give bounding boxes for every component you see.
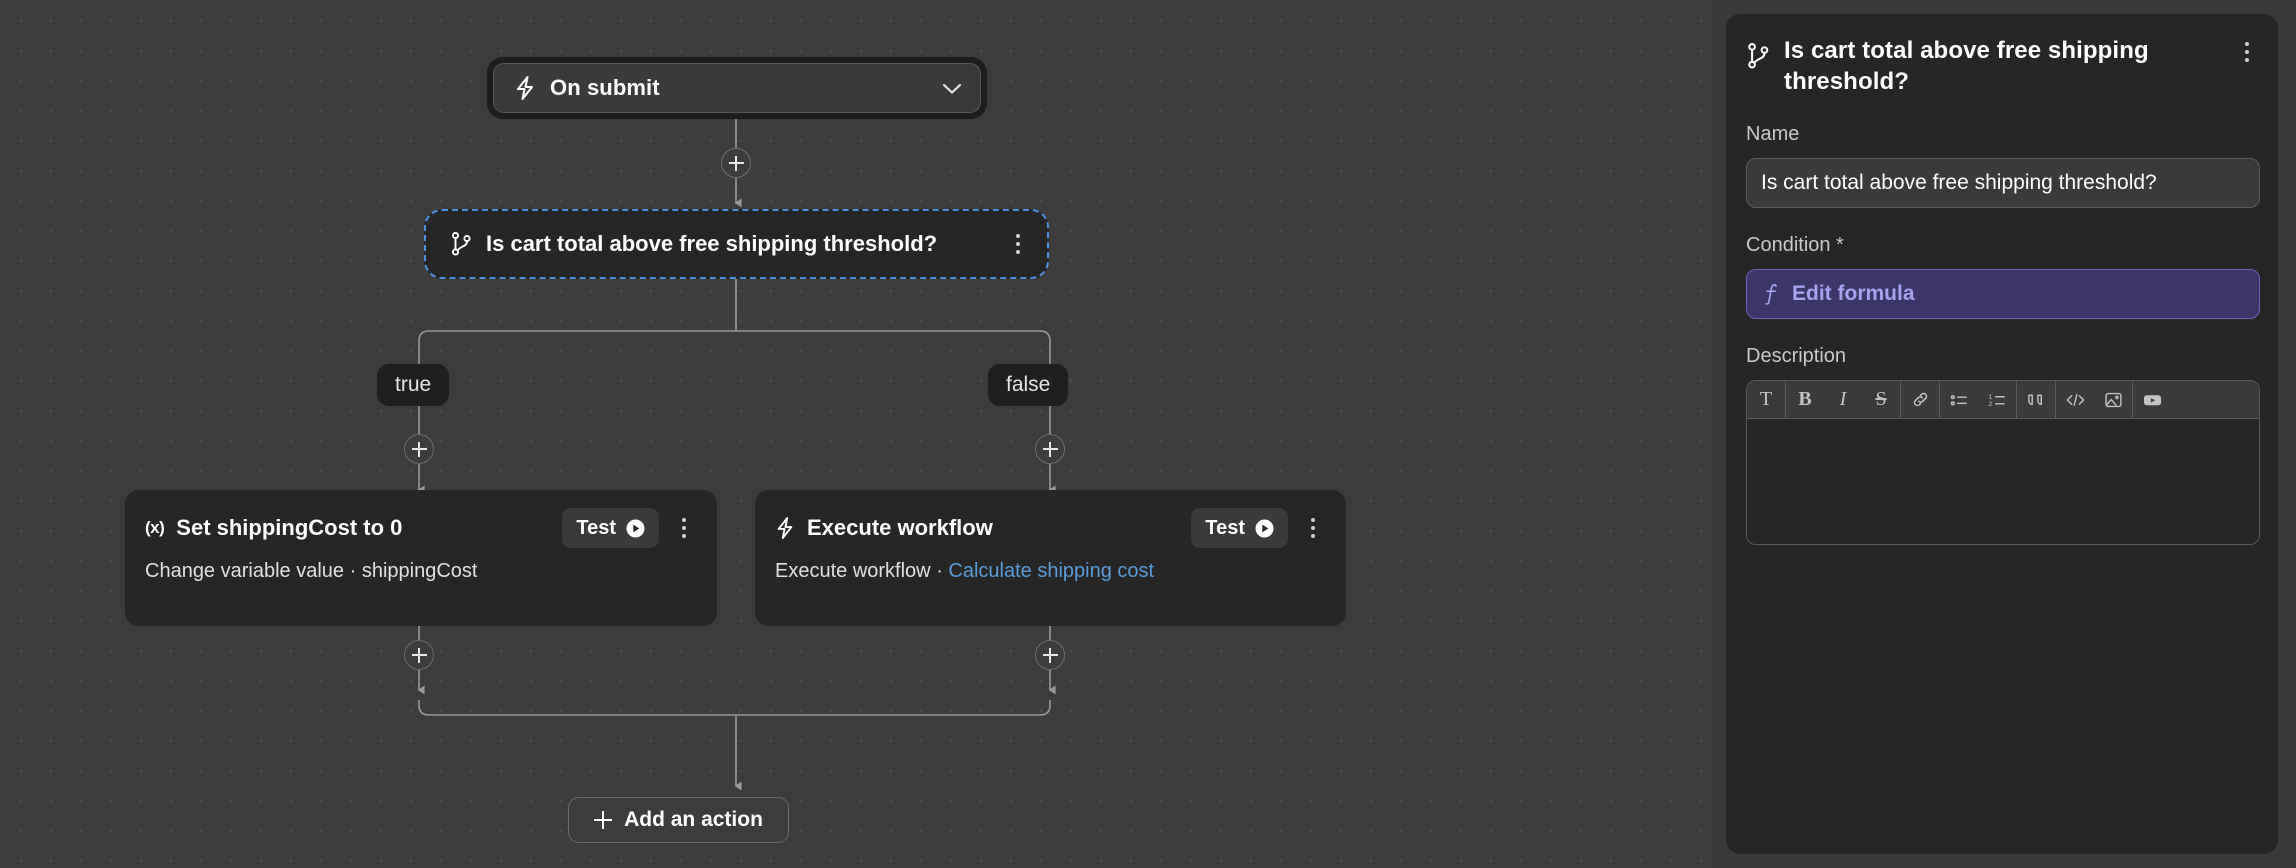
- panel-title: Is cart total above free shipping thresh…: [1784, 37, 2149, 95]
- edit-formula-label: Edit formula: [1792, 282, 1915, 306]
- play-icon: [626, 519, 645, 538]
- condition-node-menu-icon[interactable]: [1005, 234, 1031, 254]
- edit-formula-button[interactable]: Edit formula: [1746, 269, 2260, 320]
- action-node-set-variable[interactable]: (x) Set shippingCost to 0 Test Change: [125, 490, 717, 626]
- quote-icon[interactable]: [2017, 381, 2056, 419]
- numbered-list-icon[interactable]: 1 2: [1978, 381, 2017, 419]
- branch-label-true: true: [377, 364, 450, 406]
- code-icon[interactable]: [2056, 381, 2094, 418]
- action-subtitle-prefix: Execute workflow: [775, 560, 931, 582]
- test-button[interactable]: Test: [1191, 508, 1288, 548]
- svg-text:1: 1: [1988, 394, 1992, 401]
- branch-label-true-text: true: [395, 373, 432, 396]
- strikethrough-icon[interactable]: S: [1862, 381, 1901, 419]
- action-subtitle-value: shippingCost: [361, 560, 478, 582]
- action-title: Set shippingCost to 0: [176, 515, 403, 540]
- condition-node-label: Is cart total above free shipping thresh…: [486, 231, 938, 256]
- properties-panel-card: Is cart total above free shipping thresh…: [1726, 14, 2278, 854]
- link-icon[interactable]: [1901, 381, 1940, 419]
- trigger-label: On submit: [550, 75, 660, 100]
- description-field-label: Description: [1746, 345, 1847, 368]
- rte-toolbar: T B I S: [1747, 381, 2259, 420]
- condition-field-label: Condition *: [1746, 234, 1844, 257]
- add-step-button-true-2[interactable]: [404, 640, 434, 670]
- panel-header: Is cart total above free shipping thresh…: [1746, 36, 2260, 97]
- action-subtitle-prefix: Change variable value: [145, 560, 345, 582]
- text-style-icon[interactable]: T: [1747, 381, 1786, 419]
- condition-node[interactable]: Is cart total above free shipping thresh…: [424, 209, 1049, 279]
- plus-icon: [594, 811, 613, 829]
- trigger-node[interactable]: On submit: [487, 57, 987, 119]
- lightning-bolt-icon: [775, 516, 795, 540]
- variable-icon-glyph: (x): [145, 518, 165, 537]
- lightning-bolt-icon: [514, 75, 536, 101]
- add-an-action-label: Add an action: [624, 808, 763, 831]
- chevron-down-icon[interactable]: [942, 82, 962, 95]
- function-icon: [1763, 283, 1780, 306]
- action-subtitle-link[interactable]: Calculate shipping cost: [948, 560, 1155, 582]
- description-rich-text-editor[interactable]: T B I S: [1746, 380, 2260, 546]
- workflow-canvas[interactable]: On submit Is cart to: [0, 0, 1708, 868]
- test-button-label: Test: [1205, 516, 1245, 539]
- svg-text:2: 2: [1988, 401, 1992, 408]
- test-button-label: Test: [576, 516, 616, 539]
- video-icon[interactable]: [2133, 381, 2171, 418]
- action-subtitle-separator: ·: [936, 560, 943, 582]
- properties-panel: Is cart total above free shipping thresh…: [1708, 0, 2296, 868]
- trigger-node-inner[interactable]: On submit: [493, 63, 981, 113]
- description-textarea[interactable]: [1747, 419, 2259, 545]
- action-subtitle: Execute workflow · Calculate shipping co…: [775, 560, 1326, 583]
- italic-icon[interactable]: I: [1839, 388, 1847, 411]
- add-step-button-true[interactable]: [404, 434, 434, 464]
- branch-icon: [450, 231, 472, 257]
- play-icon: [1255, 519, 1274, 538]
- action-title: Execute workflow: [807, 515, 993, 540]
- add-step-button-false[interactable]: [1035, 434, 1065, 464]
- branch-icon: [1746, 36, 1770, 70]
- bulleted-list-icon[interactable]: [1940, 381, 1978, 418]
- add-step-button-false-2[interactable]: [1035, 640, 1065, 670]
- action-menu-icon[interactable]: [671, 518, 697, 538]
- action-subtitle: Change variable value · shippingCost: [145, 560, 697, 583]
- bold-icon[interactable]: B: [1798, 388, 1812, 411]
- connector-lines: [417, 119, 1056, 791]
- branch-label-false-text: false: [1006, 373, 1051, 396]
- add-step-button-1[interactable]: [721, 148, 751, 178]
- variable-icon: (x): [145, 518, 165, 538]
- action-node-execute-workflow[interactable]: Execute workflow Test Execute workflow ·: [755, 490, 1346, 626]
- add-an-action-button[interactable]: Add an action: [568, 797, 789, 843]
- test-button[interactable]: Test: [562, 508, 659, 548]
- action-menu-icon[interactable]: [1300, 518, 1326, 538]
- branch-label-false: false: [988, 364, 1069, 406]
- name-input[interactable]: [1746, 158, 2260, 209]
- panel-menu-icon[interactable]: [2234, 36, 2260, 62]
- action-subtitle-separator: ·: [349, 560, 357, 582]
- image-icon[interactable]: [2094, 381, 2133, 419]
- name-field-label: Name: [1746, 123, 1800, 146]
